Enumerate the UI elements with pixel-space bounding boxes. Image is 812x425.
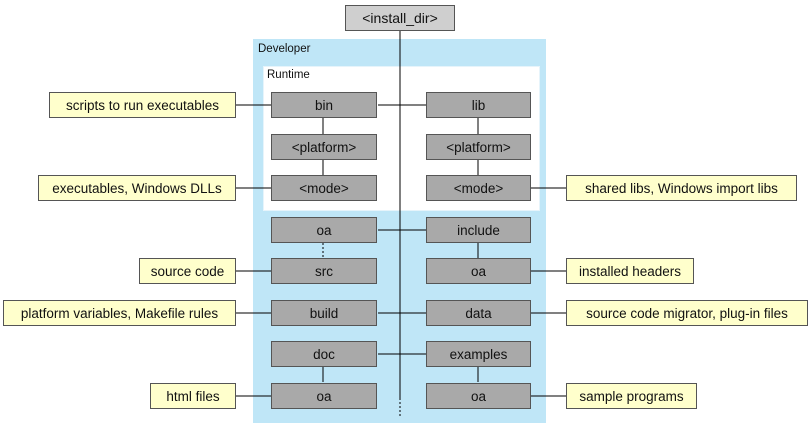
sample-programs-note: sample programs [566,383,697,409]
platform-variables-note: platform variables, Makefile rules [3,300,236,326]
installed-headers-note: installed headers [566,258,694,284]
migrator-note: source code migrator, plug-in files [566,300,808,326]
build-node: build [271,300,377,326]
data-node: data [426,300,531,326]
html-files-note: html files [150,383,236,409]
lib-mode-node: <mode> [426,175,531,201]
doc-oa-node: oa [271,383,377,409]
bin-node: bin [271,92,377,118]
lib-node: lib [426,92,531,118]
examples-node: examples [426,341,531,367]
include-oa-node: oa [426,258,531,284]
install-dir-node: <install_dir> [345,5,455,31]
src-node: src [271,258,377,284]
lib-platform-node: <platform> [426,134,531,160]
bin-platform-node: <platform> [271,134,377,160]
oa-node: oa [271,217,377,243]
examples-oa-node: oa [426,383,531,409]
scripts-note: scripts to run executables [49,92,236,118]
source-code-note: source code [139,258,236,284]
runtime-label: Runtime [267,69,310,81]
shared-libs-note: shared libs, Windows import libs [566,175,797,201]
doc-node: doc [271,341,377,367]
include-node: include [426,217,531,243]
bin-mode-node: <mode> [271,175,377,201]
executables-note: executables, Windows DLLs [38,175,236,201]
developer-label: Developer [258,43,311,55]
